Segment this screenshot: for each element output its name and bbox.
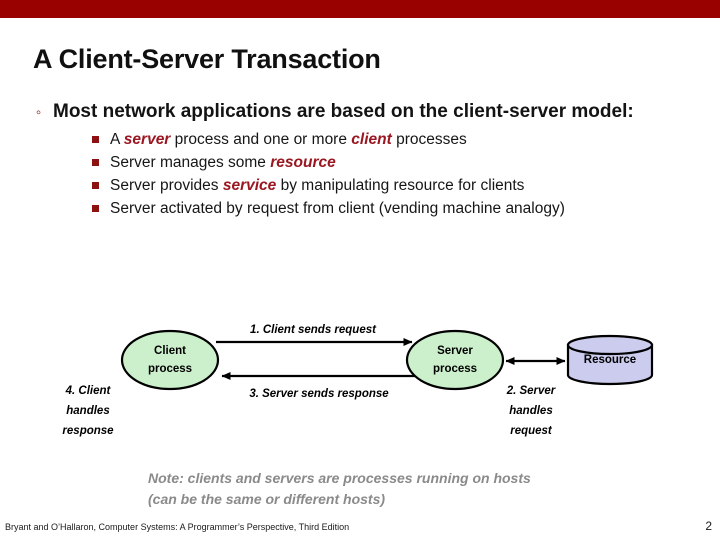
- diagram-label-step2-line1: 2. Server: [506, 385, 556, 397]
- node-server-label-line1: Server: [437, 345, 473, 357]
- node-server-process[interactable]: Server process: [405, 329, 505, 391]
- footer-attribution: Bryant and O’Hallaron, Computer Systems:…: [5, 522, 350, 532]
- node-client-process[interactable]: Client process: [120, 329, 220, 391]
- square-bullet-icon: [92, 136, 99, 143]
- bullet-level1-label: Most network applications are based on t…: [53, 101, 634, 122]
- diagram-label-step4-line1: 4. Client: [65, 385, 112, 397]
- list-item: Server activated by request from client …: [92, 200, 693, 223]
- bullet-level2-label: Server provides service by manipulating …: [110, 177, 525, 194]
- diagram-note-line2: (can be the same or different hosts): [148, 491, 386, 507]
- diagram-label-step4-line2: handles: [66, 405, 109, 417]
- bullet-level2-label: A server process and one or more client …: [110, 131, 467, 148]
- diagram-label-step2-line2: handles: [509, 405, 552, 417]
- node-resource-cylinder[interactable]: Resource: [566, 334, 654, 386]
- list-item: Server manages some resource: [92, 154, 693, 177]
- bullet-sublist: A server process and one or more client …: [33, 131, 693, 223]
- client-server-diagram: Client process Server process Resource 1…: [0, 300, 720, 460]
- diagram-note: Note: clients and servers are processes …: [148, 468, 608, 510]
- diagram-label-step3: 3. Server sends response: [249, 388, 389, 400]
- bullet-content: ◦ Most network applications are based on…: [33, 101, 693, 223]
- bullet-level2-label: Server activated by request from client …: [110, 200, 565, 217]
- diagram-label-step1: 1. Client sends request: [250, 324, 377, 336]
- square-bullet-icon: [92, 182, 99, 189]
- list-item: Server provides service by manipulating …: [92, 177, 693, 200]
- node-resource-label: Resource: [584, 354, 636, 366]
- diagram-label-step2-line3: request: [510, 425, 553, 437]
- node-client-label-line1: Client: [154, 345, 186, 357]
- square-bullet-icon: [92, 205, 99, 212]
- page-number: 2: [705, 519, 712, 533]
- diagram-note-line1: Note: clients and servers are processes …: [148, 470, 531, 486]
- diagram-label-step4-line3: response: [62, 425, 114, 437]
- top-accent-bar: [0, 0, 720, 18]
- circle-bullet-icon: ◦: [35, 104, 42, 121]
- list-item: A server process and one or more client …: [92, 131, 693, 154]
- bullet-level2-label: Server manages some resource: [110, 154, 336, 171]
- node-client-label-line2: process: [148, 363, 192, 375]
- bullet-level1: ◦ Most network applications are based on…: [33, 101, 693, 123]
- node-server-label-line2: process: [433, 363, 477, 375]
- square-bullet-icon: [92, 159, 99, 166]
- slide-title: A Client-Server Transaction: [33, 44, 381, 74]
